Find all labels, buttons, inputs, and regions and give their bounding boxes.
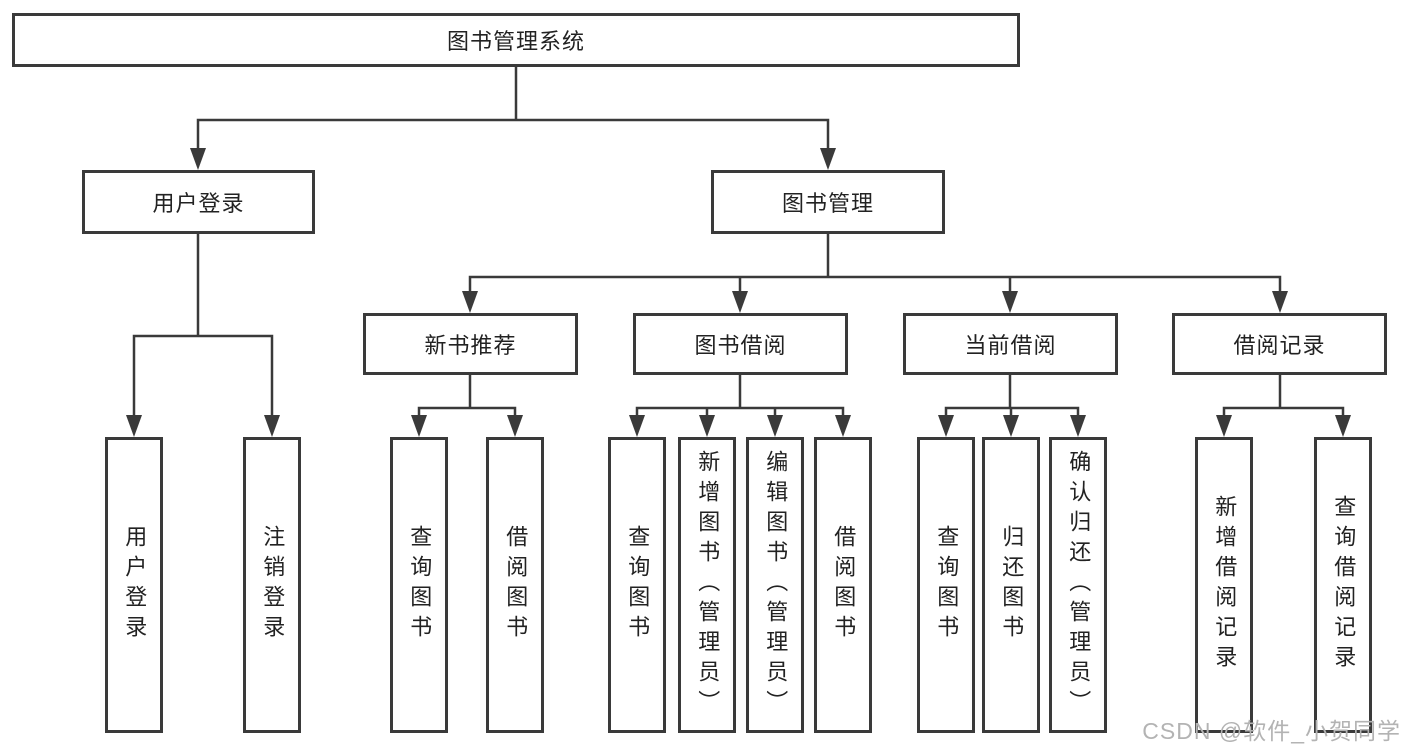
leaf-edit-books-admin-label: 编辑图书（管理员）: [763, 450, 789, 720]
connector-current-borrow-to-leaves: [938, 371, 1086, 437]
node-borrow-records-label: 借阅记录: [1233, 333, 1326, 358]
leaf-recommend-query-books: 查询图书: [390, 437, 448, 733]
connector-borrow-records-to-leaves: [1216, 371, 1351, 437]
leaf-recommend-borrow-books: 借阅图书: [486, 437, 544, 733]
connector-book-borrow-to-leaves: [629, 371, 851, 437]
leaf-recommend-query-books-label: 查询图书: [407, 525, 433, 645]
leaf-query-borrow-record-label: 查询借阅记录: [1331, 495, 1357, 675]
csdn-watermark: CSDN @软件_小贺同学: [1142, 718, 1401, 744]
leaf-user-login: 用户登录: [105, 437, 163, 733]
node-root-label: 图书管理系统: [446, 29, 585, 54]
node-book-borrow: 图书借阅: [633, 313, 848, 375]
leaf-borrow-borrow-books-label: 借阅图书: [831, 525, 857, 645]
leaf-add-borrow-record-label: 新增借阅记录: [1212, 495, 1238, 675]
connector-new-book-recommend-to-leaves: [411, 371, 523, 437]
node-user-login: 用户登录: [82, 170, 315, 234]
node-user-login-label: 用户登录: [152, 191, 245, 216]
connector-root-to-level2: [190, 63, 836, 170]
leaf-recommend-borrow-books-label: 借阅图书: [503, 525, 529, 645]
leaf-user-login-label: 用户登录: [122, 525, 148, 645]
leaf-borrow-query-books-label: 查询图书: [625, 525, 651, 645]
leaf-logout-label: 注销登录: [260, 525, 286, 645]
leaf-add-borrow-record: 新增借阅记录: [1195, 437, 1253, 733]
node-new-book-recommend-label: 新书推荐: [424, 333, 517, 358]
leaf-add-books-admin: 新增图书（管理员）: [678, 437, 736, 733]
leaf-query-borrow-record: 查询借阅记录: [1314, 437, 1372, 733]
connector-book-management-to-level3: [462, 230, 1288, 313]
node-book-borrow-label: 图书借阅: [694, 333, 787, 358]
node-root: 图书管理系统: [12, 13, 1020, 67]
node-new-book-recommend: 新书推荐: [363, 313, 578, 375]
leaf-logout: 注销登录: [243, 437, 301, 733]
leaf-current-query-books: 查询图书: [917, 437, 975, 733]
leaf-return-books: 归还图书: [982, 437, 1040, 733]
leaf-current-query-books-label: 查询图书: [934, 525, 960, 645]
node-current-borrow: 当前借阅: [903, 313, 1118, 375]
leaf-borrow-query-books: 查询图书: [608, 437, 666, 733]
node-book-management-label: 图书管理: [781, 191, 874, 216]
leaf-return-books-label: 归还图书: [999, 525, 1025, 645]
leaf-confirm-return-admin-label: 确认归还（管理员）: [1066, 450, 1092, 720]
leaf-add-books-admin-label: 新增图书（管理员）: [695, 450, 721, 720]
connector-user-login-to-leaves: [126, 230, 280, 437]
node-book-management: 图书管理: [711, 170, 945, 234]
node-current-borrow-label: 当前借阅: [964, 333, 1057, 358]
leaf-confirm-return-admin: 确认归还（管理员）: [1049, 437, 1107, 733]
leaf-edit-books-admin: 编辑图书（管理员）: [746, 437, 804, 733]
node-borrow-records: 借阅记录: [1172, 313, 1387, 375]
leaf-borrow-borrow-books: 借阅图书: [814, 437, 872, 733]
